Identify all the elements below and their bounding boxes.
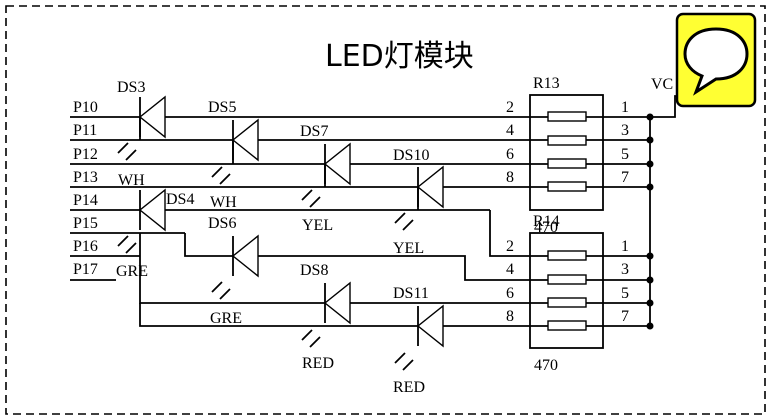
port-label: P11 [73, 122, 97, 139]
diode-ds11: DS11 RED [393, 285, 444, 396]
resistor-ref: R14 [533, 213, 560, 230]
module-title: LED灯模块 [325, 39, 474, 74]
pin-number: 7 [621, 308, 629, 325]
port-label: P12 [73, 146, 98, 163]
diode-color: YEL [393, 240, 424, 257]
diode-color: GRE [210, 310, 242, 327]
resistor-network-r14: R14 470 2 4 6 8 1 3 5 7 [506, 213, 650, 374]
module-frame [5, 5, 766, 415]
diode-ref: DS3 [117, 79, 145, 96]
diode-ref: DS5 [208, 99, 236, 116]
diode-ref: DS11 [393, 285, 429, 302]
pin-number: 1 [621, 99, 629, 116]
pin-number: 5 [621, 146, 629, 163]
port-label: P14 [73, 192, 98, 209]
port-label: P15 [73, 215, 98, 232]
diode-color: GRE [116, 263, 148, 280]
port-label: P13 [73, 169, 98, 186]
speech-bubble-icon[interactable] [675, 12, 757, 108]
diode-ds7: DS7 YEL [300, 123, 351, 234]
port-label: P16 [73, 238, 98, 255]
resistor-value: 470 [534, 357, 558, 374]
pin-number: 8 [506, 169, 514, 186]
pin-number: 3 [621, 122, 629, 139]
pin-number: 2 [506, 99, 514, 116]
pin-number: 1 [621, 238, 629, 255]
resistor-network-r13: R13 470 2 4 6 8 1 3 5 7 [506, 75, 650, 236]
diode-color: WH [118, 172, 145, 189]
diode-color: RED [393, 379, 425, 396]
resistor-value: 470 [534, 219, 558, 236]
port-label: P17 [73, 261, 98, 278]
pin-number: 8 [506, 308, 514, 325]
pin-number: 6 [506, 285, 514, 302]
supply-bus: VC [646, 76, 690, 330]
diode-ref: DS10 [393, 147, 429, 164]
diode-color: RED [302, 355, 334, 372]
diode-ds6: DS6 GRE [208, 215, 259, 327]
port-labels: P10 P11 P12 P13 P14 P15 P16 P17 [73, 99, 98, 278]
resistor-ref: R13 [533, 75, 560, 92]
diode-ref: DS7 [300, 123, 328, 140]
pin-number: 6 [506, 146, 514, 163]
pin-number: 5 [621, 285, 629, 302]
diode-ref: DS8 [300, 262, 328, 279]
pin-number: 4 [506, 122, 514, 139]
diode-ds5: DS5 WH [208, 99, 259, 211]
diode-color: WH [210, 194, 237, 211]
wires-bottom-group [70, 209, 530, 327]
port-label: P10 [73, 99, 98, 116]
diode-ds10: DS10 YEL [393, 147, 444, 257]
pin-number: 3 [621, 261, 629, 278]
pin-number: 7 [621, 169, 629, 186]
pin-number: 4 [506, 261, 514, 278]
diode-color: YEL [302, 217, 333, 234]
diode-ds4: DS4 GRE [116, 188, 194, 280]
diode-ref: DS4 [166, 191, 194, 208]
diode-ref: DS6 [208, 215, 236, 232]
diode-ds8: DS8 RED [300, 262, 351, 372]
pin-number: 2 [506, 238, 514, 255]
diode-ds3: DS3 WH [117, 79, 166, 189]
supply-label: VC [651, 76, 673, 93]
